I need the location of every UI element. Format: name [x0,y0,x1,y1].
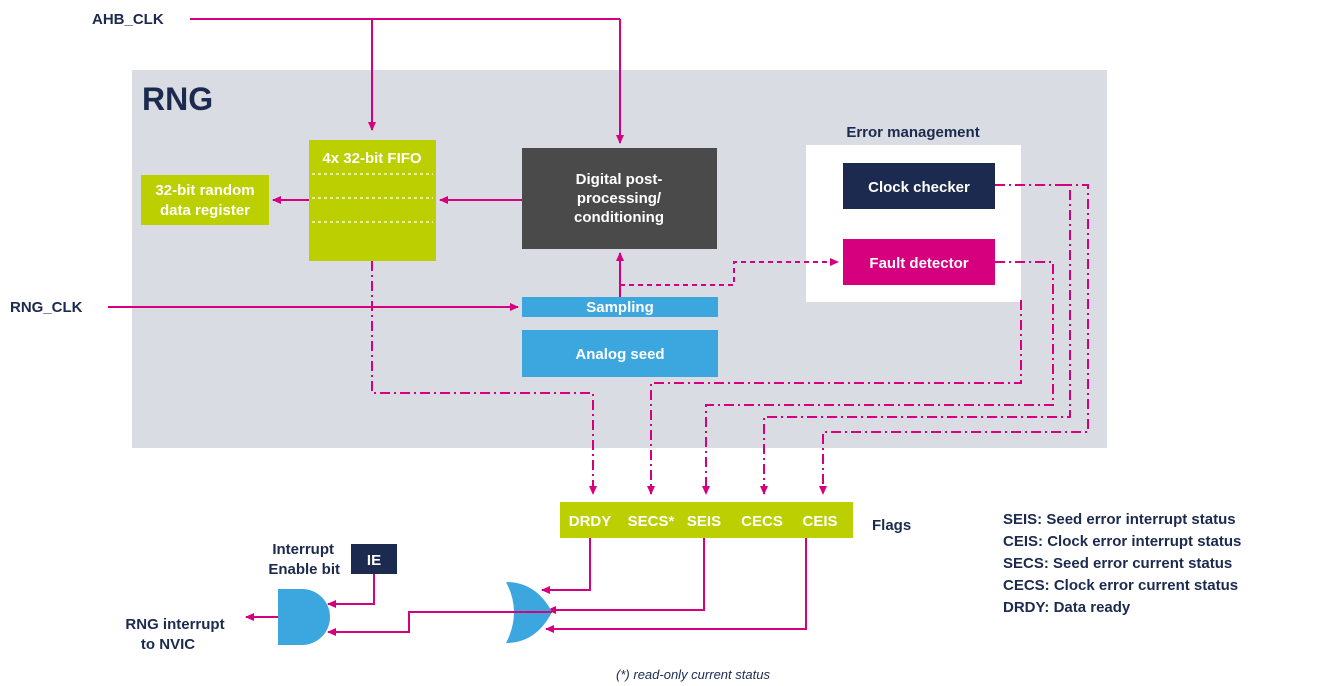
legend-item: CECS: Clock error current status [1003,577,1238,594]
fault-detector-block [843,239,995,285]
ie-bit-label: IE [367,552,381,569]
analog-seed-label: Analog seed [575,346,664,363]
nvic-label-2: to NVIC [141,636,195,653]
analog-seed-block [522,330,718,377]
clock-checker-block [843,163,995,209]
flag-seis: SEIS [687,513,721,530]
flag-ceis: CEIS [802,513,837,530]
fault-detector-label: Fault detector [869,255,968,272]
digital-post-line-1: Digital post- [576,171,663,188]
footnote: (*) read-only current status [616,667,770,682]
and-gate [278,589,330,645]
legend-item: DRDY: Data ready [1003,599,1131,616]
flag-secs: SECS* [628,513,675,530]
random-register-line-1: 32-bit random [155,182,254,199]
digital-post-line-3: conditioning [574,209,664,226]
random-data-register [141,175,269,225]
legend-item: SECS: Seed error current status [1003,555,1232,572]
legend-item: CEIS: Clock error interrupt status [1003,533,1241,550]
digital-post-line-2: processing/ [577,190,662,207]
nvic-label-1: RNG interrupt [125,616,224,633]
flags-label: Flags [872,517,911,534]
or-to-and-line [327,611,552,636]
fifo-label: 4x 32-bit FIFO [322,150,422,167]
flag-signal-lines [371,184,1089,495]
sampling-label: Sampling [586,299,654,316]
flag-drdy: DRDY [569,513,612,530]
random-register-line-2: data register [160,202,250,219]
sampling-block [522,297,718,317]
clock-checker-label: Clock checker [868,179,970,196]
ahb-clk-lines [190,18,624,144]
ie-to-and-line [327,574,375,608]
internal-data-arrows [272,196,624,297]
sampling-to-fault-detector [620,258,839,286]
flag-cecs: CECS [741,513,783,530]
error-management-title: Error management [846,124,979,141]
flags-to-or-gate [541,538,807,633]
legend: SEIS: Seed error interrupt status CEIS: … [1003,511,1241,616]
ahb-clk-label: AHB_CLK [92,11,164,28]
interrupt-enable-label-2: Enable bit [268,561,340,578]
rng-title: RNG [142,81,213,117]
legend-item: SEIS: Seed error interrupt status [1003,511,1236,528]
interrupt-enable-label-1: Interrupt [272,541,334,558]
flags-bar [560,502,853,538]
rng-clk-label: RNG_CLK [10,299,83,316]
digital-post-processing-block [522,148,717,249]
ie-bit-box [351,544,397,574]
fifo-dividers [312,173,433,223]
fifo-block [309,140,436,261]
